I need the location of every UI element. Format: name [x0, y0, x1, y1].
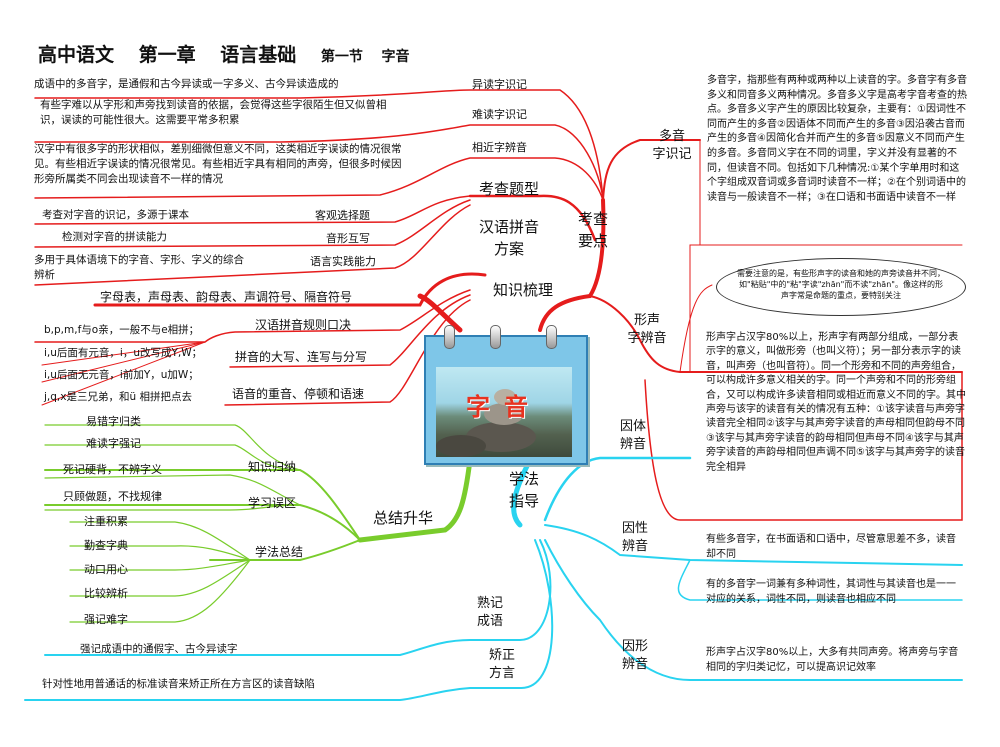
summary-item: 易错字归类 [86, 415, 141, 428]
exam-point-desc: 汉字中有很多字的形状相似，差别细微但意义不同，这类相近字误读的情况很常见。有些相… [34, 143, 402, 185]
memorize-node: 熟记 成语 [476, 596, 503, 629]
by-body-node: 因体 辨音 [619, 419, 646, 452]
summary-group-label: 学法总结 [255, 545, 304, 559]
by-shape-note: 形声字占汉字80%以上，大多有共同声旁。将声旁与字音相同的字归类记忆，可以提高识… [706, 647, 959, 673]
summary-item: 动口用心 [84, 563, 128, 576]
pinyin-rule: i,u后面无元音，i前加Y，u加W； [44, 369, 199, 381]
title-textbook: 高中语文 [38, 44, 115, 66]
exam-types-node: 考查题型 [478, 180, 539, 198]
summary-item: 强记难字 [84, 613, 128, 626]
summary-item: 难读字强记 [86, 437, 141, 450]
pinyin-caps: 拼音的大写、连写与分写 [235, 350, 368, 364]
correct-node: 矫正 方言 [488, 648, 515, 681]
title-topic: 字音 [381, 49, 410, 65]
summary-item: 死记硬背，不辨字义 [63, 463, 162, 476]
title-unit: 语言基础 [220, 44, 297, 66]
methods-node: 学法 指导 [508, 470, 539, 510]
summary-item: 勤查字典 [84, 539, 128, 552]
exam-point-label: 异读字识记 [472, 78, 527, 91]
title-section: 第一节 [320, 49, 363, 65]
memorize-note: 强记成语中的通假字、古今异读字 [80, 643, 238, 655]
knowledge-node: 知识梳理 [492, 281, 553, 299]
summary-item: 注重积累 [84, 515, 128, 528]
calendar-ring [490, 325, 501, 349]
exam-type-label: 客观选择题 [315, 209, 370, 222]
summary-group-label: 知识归纳 [248, 460, 297, 474]
by-pos-note: 有些多音字，在书面语和口语中，尽管意思差不多，读音却不同 [706, 534, 956, 560]
page-title: 高中语文 第一章 语言基础 第一节 字音 [38, 40, 422, 67]
exam-point-label: 难读字识记 [472, 108, 527, 121]
by-shape-node: 因形 辨音 [621, 639, 648, 672]
exam-points-node: 考查 要点 [577, 210, 608, 250]
center-calendar: 字音 [424, 325, 588, 465]
by-pos-node: 因性 辨音 [621, 521, 648, 554]
correct-note: 针对性地用普通话的标准读音来矫正所在方言区的读音缺陷 [42, 678, 315, 690]
by-pos-note-2: 有的多音字一词兼有多种词性，其词性与其读音也是一一对应的关系，词性不同，则读音也… [706, 579, 956, 605]
pinyin-components: 字母表，声母表、韵母表、声调符号、隔音符号 [100, 290, 353, 304]
calendar-ring [546, 325, 557, 349]
polyphone-node: 多音 字识记 [652, 129, 692, 162]
shape-sound-callout: 需要注意的是，有些形声字的读音和她的声旁读音并不同，如"粘贴"中的"粘"字读"z… [716, 258, 966, 316]
exam-point-desc: 成语中的多音字，是通假和古今异读或一字多义、古今异读造成的 [34, 78, 339, 90]
pinyin-rule: b,p,m,f与o亲，一般不与e相拼； [44, 324, 200, 336]
exam-type-desc: 考查对字音的识记，多源于课本 [42, 209, 189, 221]
shape-sound-node: 形声 字辨音 [627, 313, 667, 346]
shape-sound-note: 形声字占汉字80%以上，形声字有两部分组成，一部分表示字的意义，叫做形旁（也叫义… [706, 332, 966, 473]
summary-group-label: 学习误区 [248, 496, 297, 510]
exam-type-desc: 检测对字音的拼读能力 [62, 231, 167, 243]
stones-photo [436, 367, 572, 457]
exam-point-label: 相近字辨音 [472, 141, 527, 154]
pinyin-plan-node: 汉语拼音 方案 [478, 218, 539, 258]
pinyin-rules-label: 汉语拼音规则口决 [255, 318, 352, 332]
exam-type-desc: 多用于具体语境下的字音、字形、字义的综合辨析 [34, 254, 244, 281]
summary-item: 只顾做题，不找规律 [63, 490, 162, 503]
pinyin-tones: 语音的重音、停顿和语速 [232, 387, 365, 401]
summary-item: 比较辨析 [84, 587, 128, 600]
pinyin-rule: i,u后面有元音，i，u改写成Y,W； [44, 347, 203, 359]
pinyin-rule: j,q,x是三兄弟，和ü 相拼把点去 [44, 391, 192, 403]
exam-point-desc: 有些字难以从字形和声旁找到读音的依据，会觉得这些字很陌生但又似曾相识，误读的可能… [40, 99, 387, 126]
calendar-ring [444, 325, 455, 349]
exam-type-label: 音形互写 [326, 232, 370, 245]
exam-type-label: 语言实践能力 [310, 255, 376, 268]
polyphone-note: 多音字，指那些有两种或两种以上读音的字。多音字有多音多义和同音多义两种情况。多音… [707, 75, 967, 203]
title-chapter: 第一章 [138, 44, 196, 66]
summary-node: 总结升华 [372, 509, 433, 527]
center-label: 字音 [466, 393, 542, 421]
